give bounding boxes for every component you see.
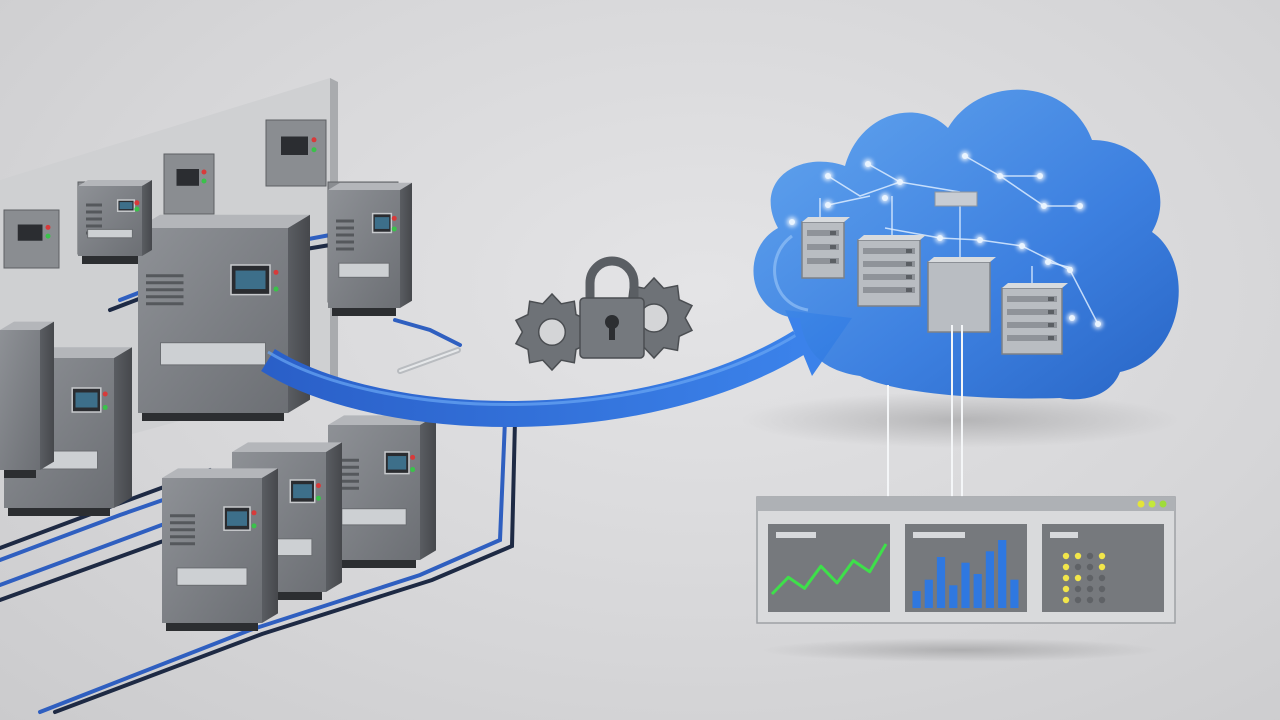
indicator-light	[1074, 552, 1082, 560]
indicator-light	[1098, 585, 1106, 593]
bar	[924, 579, 933, 608]
bar	[949, 585, 958, 608]
wall-box	[163, 153, 215, 215]
indicator-light	[1062, 585, 1070, 593]
gear-icon	[514, 292, 590, 372]
indicator-light	[1062, 552, 1070, 560]
indicator-light	[1062, 596, 1070, 604]
control-cabinet	[328, 182, 412, 316]
window-dot	[1137, 500, 1145, 508]
bar	[912, 591, 921, 608]
cable	[38, 418, 507, 714]
bar	[973, 574, 982, 608]
control-cabinet	[78, 180, 152, 264]
indicator-light	[1062, 574, 1070, 582]
sensor-probe	[397, 347, 461, 374]
indicator-grid	[1062, 552, 1106, 604]
indicator-light	[1098, 596, 1106, 604]
indicator-light	[1086, 574, 1094, 582]
padlock-icon	[579, 256, 645, 359]
indicator-light	[1086, 563, 1094, 571]
server-icon	[927, 257, 996, 333]
indicator-panel	[1042, 524, 1164, 612]
cable	[393, 318, 462, 347]
cable	[53, 418, 517, 714]
control-cabinet	[328, 415, 436, 568]
bar	[985, 551, 994, 608]
wall-box	[3, 209, 60, 269]
indicator-light	[1098, 552, 1106, 560]
indicator-light	[1062, 563, 1070, 571]
control-cabinets	[0, 180, 436, 631]
window-dot	[1159, 500, 1167, 508]
cloud-circuit	[787, 151, 1103, 329]
line-chart-panel	[768, 524, 890, 612]
indicator-light	[1086, 552, 1094, 560]
server-icon	[857, 235, 926, 307]
bar	[1010, 579, 1019, 608]
indicator-light	[1074, 563, 1082, 571]
server-icon	[1001, 283, 1068, 355]
wall-box	[265, 119, 327, 187]
bar	[961, 562, 970, 608]
indicator-light	[1074, 585, 1082, 593]
dashboard-window	[756, 496, 1176, 662]
control-cabinet	[138, 214, 310, 421]
window-dot	[1148, 500, 1156, 508]
bar-chart-series	[912, 540, 1019, 608]
control-cabinet	[0, 321, 54, 478]
cloud-servers	[801, 217, 1068, 355]
indicator-light	[1086, 585, 1094, 593]
window-control-dots	[1137, 500, 1167, 508]
security-icons	[514, 256, 694, 372]
control-cabinet	[162, 468, 278, 631]
server-icon	[801, 217, 850, 279]
line-chart-series	[770, 543, 888, 596]
indicator-light	[1098, 574, 1106, 582]
indicator-light	[1074, 574, 1082, 582]
cloud-dashboard-link	[887, 325, 963, 497]
bar	[936, 557, 946, 608]
indicator-light	[1074, 596, 1082, 604]
bar	[998, 540, 1007, 608]
indicator-light	[1098, 563, 1106, 571]
cloud	[740, 89, 1180, 448]
indicator-light	[1086, 596, 1094, 604]
bar-chart-panel	[905, 524, 1027, 612]
